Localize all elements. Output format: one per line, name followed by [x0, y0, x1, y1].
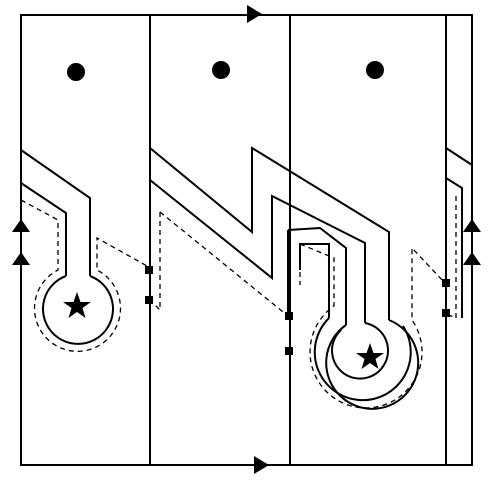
arrow-up-icon — [463, 219, 481, 232]
band-right-2 — [299, 243, 330, 318]
band-left-inner — [20, 182, 67, 276]
keyhole-left — [42, 275, 114, 345]
square-marker — [442, 279, 450, 287]
arrow-up-icon — [12, 252, 30, 265]
square-marker — [145, 266, 153, 274]
dashed-connector-2 — [149, 212, 161, 312]
keyhole-left-dashed — [20, 199, 148, 352]
band-far-right-outer — [445, 147, 473, 166]
square-marker — [145, 296, 153, 304]
band-left-outer — [20, 149, 91, 276]
square-marker — [442, 309, 450, 317]
arrow-up-icon — [463, 252, 481, 265]
star-marker — [356, 343, 384, 369]
frame — [20, 14, 473, 466]
band-zigzag-upper — [149, 146, 390, 320]
arrow-right-icon — [254, 456, 269, 474]
keyhole-right-inner — [331, 322, 390, 380]
band-far-right-dashed — [445, 196, 457, 319]
square-marker — [285, 347, 293, 355]
dot-marker — [212, 61, 230, 79]
dashed-connector-1 — [159, 211, 289, 317]
arrow-right-icon — [247, 5, 262, 23]
dot-marker — [67, 63, 85, 81]
dot-marker — [366, 61, 384, 79]
keyhole-right-mid — [313, 317, 412, 402]
arrow-up-icon — [12, 219, 30, 232]
band-far-right-inner — [445, 177, 463, 318]
square-marker — [285, 312, 293, 320]
band-right-1 — [287, 226, 347, 325]
keyhole-right-outer — [325, 319, 420, 410]
keyhole-right-dashed — [299, 243, 445, 409]
band-zigzag-lower — [149, 179, 366, 323]
star-marker — [63, 292, 91, 318]
